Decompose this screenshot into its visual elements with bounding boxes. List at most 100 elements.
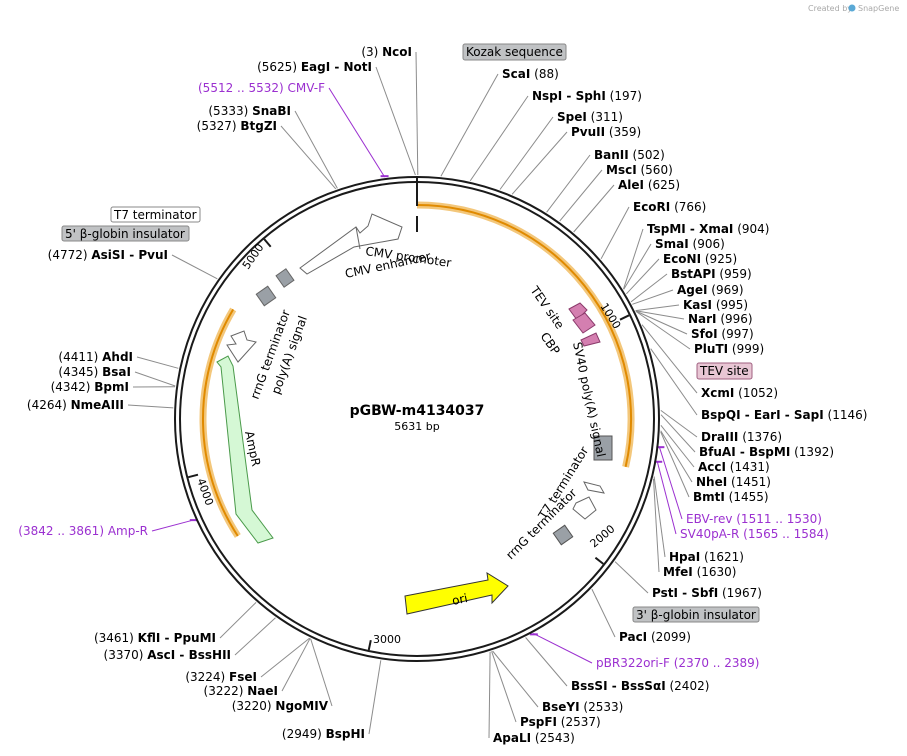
kozak-label: Kozak sequence [466, 45, 563, 59]
leader-sv40pa-r [656, 461, 677, 535]
snapgene-credit: Created by SnapGene [808, 4, 899, 13]
site-label-asisi-pvui[interactable]: (4772) AsiSI - PvuI [48, 248, 168, 262]
leader-nspi-sphi [469, 95, 529, 182]
site-label-mfei[interactable]: MfeI (1630) [663, 565, 736, 579]
site-label-paci[interactable]: PacI (2099) [619, 630, 691, 644]
scale-tick-1000 [619, 314, 630, 321]
site-label-bsssi-bsss-i[interactable]: BssSI - BssSαI (2402) [571, 679, 709, 693]
site-label-econi[interactable]: EcoNI (925) [663, 252, 737, 266]
site-label-hpai[interactable]: HpaI (1621) [669, 550, 744, 564]
leader-msci [559, 169, 603, 222]
tick-label-3000: 3000 [373, 633, 401, 646]
orf-amp-overlay-core [202, 308, 239, 537]
globin-insulator-3-box [552, 524, 574, 546]
site-label-alei[interactable]: AleI (625) [618, 178, 680, 192]
site-label-ncoi[interactable]: (3) NcoI [361, 45, 412, 59]
site-label-bpmi[interactable]: (4342) BpmI [51, 380, 129, 394]
site-label-ecori[interactable]: EcoRI (766) [633, 200, 706, 214]
site-label-sfoi[interactable]: SfoI (997) [691, 327, 754, 341]
feature-label-sv40-polya: SV40 poly(A) signal [570, 341, 608, 459]
site-label-asci-bsshii[interactable]: (3370) AscI - BssHII [104, 648, 231, 662]
leader-ahdi [136, 356, 179, 369]
cbp-marker [580, 332, 601, 347]
scale-ticks [188, 178, 630, 651]
leader-tspmi-xmai [623, 228, 644, 290]
t7-terminator-right-arrow [583, 481, 605, 494]
feature-label-rrng-terminator-right: rrnG terminator [503, 486, 579, 562]
site-labels: (3) NcoI(5625) EagI - NotI (5512 .. 5532)… [18, 45, 867, 745]
leader-snabi [294, 110, 338, 189]
credit-text: Created by [808, 4, 852, 13]
site-label-psti-sbfi[interactable]: PstI - SbfI (1967) [652, 586, 762, 600]
site-label-banii[interactable]: BanII (502) [594, 148, 665, 162]
site-label-pspfi[interactable]: PspFI (2537) [520, 715, 601, 729]
site-label-bseyi[interactable]: BseYI (2533) [542, 700, 623, 714]
site-label-ebv-rev[interactable]: EBV-rev (1511 .. 1530) [686, 512, 822, 526]
site-label-apali[interactable]: ApaLI (2543) [493, 731, 575, 745]
site-label-bspqi-eari-sapi[interactable]: BspQI - EarI - SapI (1146) [701, 408, 867, 422]
leader-spei [499, 116, 554, 190]
site-label-ahdi[interactable]: (4411) AhdI [58, 350, 133, 364]
leader-draiii [660, 409, 698, 438]
boxed-labels: Kozak sequence T7 terminator 5' β-globin… [61, 43, 760, 623]
ori-arrow [404, 572, 509, 615]
site-label-spei[interactable]: SpeI (311) [557, 110, 623, 124]
site-label-nmeaiii[interactable]: (4264) NmeAIII [27, 398, 124, 412]
site-label-snabi[interactable]: (5333) SnaBI [208, 104, 291, 118]
site-label-bmti[interactable]: BmtI (1455) [693, 490, 769, 504]
site-label-pluti[interactable]: PluTI (999) [694, 342, 764, 356]
globin-5-label: 5' β-globin insulator [65, 227, 185, 241]
leader-pbr322ori-f [533, 633, 593, 664]
site-label-bfuai-bspmi[interactable]: BfuAI - BspMI (1392) [699, 445, 834, 459]
site-label-acci[interactable]: AccI (1431) [698, 460, 770, 474]
site-label-xcmi[interactable]: XcmI (1052) [701, 386, 778, 400]
site-label-agei[interactable]: AgeI (969) [677, 283, 744, 297]
site-label-nhei[interactable]: NheI (1451) [696, 475, 771, 489]
leader-bseyi [492, 650, 539, 708]
scale-tick-3000 [367, 640, 372, 651]
site-label-bstapi[interactable]: BstAPI (959) [671, 267, 752, 281]
leader-pvuii [511, 131, 568, 195]
site-label-sv40pa-r[interactable]: SV40pA-R (1565 .. 1584) [680, 527, 829, 541]
leader-fsei [260, 637, 310, 678]
leader-banii [546, 154, 591, 213]
site-label-kasi[interactable]: KasI (995) [683, 298, 748, 312]
site-label-tspmi-xmai[interactable]: TspMI - XmaI (904) [647, 222, 769, 236]
site-label-btgzi[interactable]: (5327) BtgZI [197, 119, 277, 133]
leader-bsssi-bsss-i [525, 637, 568, 687]
site-label-amp-r[interactable]: (3842 .. 3861) Amp-R [18, 524, 148, 538]
orf-cmv-overlay-core [416, 204, 633, 468]
leader-asisi-pvui [171, 254, 218, 280]
site-label-ngomiv[interactable]: (3220) NgoMIV [232, 699, 329, 713]
site-label-nari[interactable]: NarI (996) [688, 312, 753, 326]
leader-pspfi [491, 651, 517, 723]
site-label-pbr322ori-f[interactable]: pBR322ori-F (2370 .. 2389) [596, 656, 759, 670]
leader-bstapi [630, 273, 668, 303]
label-leader-lines [127, 51, 698, 739]
site-label-cmv-f[interactable]: (5512 .. 5532) CMV-F [198, 81, 325, 95]
scale-tick-5000 [263, 238, 272, 248]
site-label-fsei[interactable]: (3224) FseI [185, 670, 257, 684]
credit-brand: SnapGene [858, 4, 899, 13]
site-label-scai[interactable]: ScaI (88) [502, 67, 559, 81]
cmv-feature-arrow [299, 213, 403, 275]
site-label-nspi-sphi[interactable]: NspI - SphI (197) [532, 89, 642, 103]
site-label-bsai[interactable]: (4345) BsaI [58, 365, 131, 379]
leader-agei [632, 289, 674, 305]
site-label-msci[interactable]: MscI (560) [606, 163, 673, 177]
t7-terminator-label: T7 terminator [113, 208, 197, 222]
leader-btgzi [280, 125, 337, 190]
site-label-bsphi[interactable]: (2949) BspHI [282, 727, 365, 741]
leader-amp-r [151, 519, 195, 532]
leader-asci-bsshii [234, 617, 276, 656]
kozak-box [462, 43, 567, 61]
plasmid-length: 5631 bp [394, 420, 439, 433]
rrng-terminator-arrow [226, 330, 257, 363]
site-label-kfli-ppumi[interactable]: (3461) KflI - PpuMI [94, 631, 216, 645]
leader-nmeaiii [127, 404, 174, 409]
site-label-pvuii[interactable]: PvuII (359) [571, 125, 641, 139]
site-label-draiii[interactable]: DraIII (1376) [701, 430, 782, 444]
site-label-smai[interactable]: SmaI (906) [655, 237, 725, 251]
site-label-naei[interactable]: (3222) NaeI [204, 684, 278, 698]
site-label-eagi-noti[interactable]: (5625) EagI - NotI [257, 60, 372, 74]
